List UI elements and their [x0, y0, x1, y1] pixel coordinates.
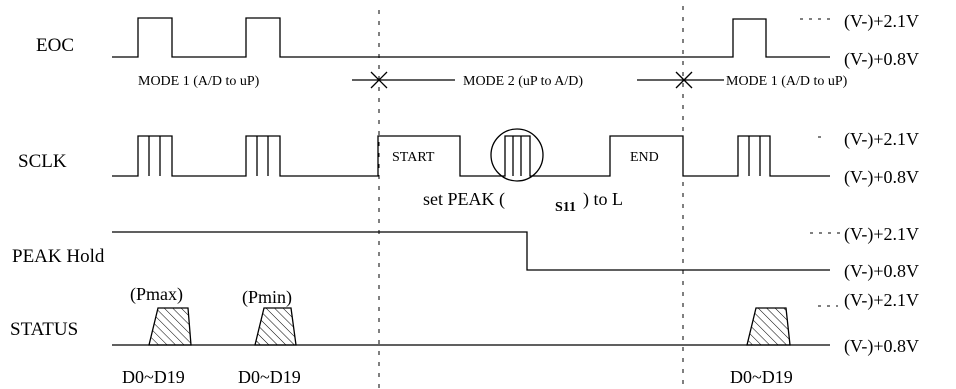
- peak-hold-label: PEAK Hold: [12, 246, 105, 267]
- set-peak-note-prefix: set PEAK (: [423, 189, 505, 210]
- set-peak-note-suffix: ) to L: [583, 189, 623, 210]
- sclk-end-label: END: [630, 150, 659, 165]
- status-low-level: (V-)+0.8V: [844, 336, 919, 357]
- mode1-label-right: MODE 1 (A/D to uP): [726, 74, 848, 89]
- mode-cross-2b: [675, 71, 693, 89]
- pmin-label: (Pmin): [242, 287, 292, 308]
- peak-clear-burst-circle: [490, 128, 544, 182]
- eoc-high-level: (V-)+2.1V: [844, 11, 919, 32]
- status-data-label-1: D0~D19: [122, 367, 185, 387]
- sclk-start-label: START: [392, 150, 435, 165]
- set-peak-note-sub: S11: [555, 200, 576, 215]
- peak-hold-waveform: [112, 231, 830, 271]
- eoc-waveform: [112, 17, 830, 58]
- sclk-high-level: (V-)+2.1V: [844, 129, 919, 150]
- status-pulse-pmin: [254, 307, 297, 346]
- eoc-low-level: (V-)+0.8V: [844, 49, 919, 70]
- sclk-label: SCLK: [18, 151, 67, 172]
- pmax-label: (Pmax): [130, 284, 183, 305]
- eoc-label: EOC: [36, 35, 74, 56]
- peak-low-level: (V-)+0.8V: [844, 261, 919, 282]
- sclk-waveform: [112, 135, 830, 177]
- mode1-label-left: MODE 1 (A/D to uP): [138, 74, 260, 89]
- sclk-low-level: (V-)+0.8V: [844, 167, 919, 188]
- status-pulse-3: [746, 307, 791, 346]
- status-data-label-3: D0~D19: [730, 367, 793, 387]
- peak-high-level: (V-)+2.1V: [844, 224, 919, 245]
- status-pulse-pmax: [148, 307, 192, 346]
- status-label: STATUS: [10, 319, 78, 340]
- mode-cross-1b: [370, 71, 388, 89]
- mode2-label: MODE 2 (uP to A/D): [463, 74, 583, 89]
- status-data-label-2: D0~D19: [238, 367, 301, 387]
- status-high-level: (V-)+2.1V: [844, 290, 919, 311]
